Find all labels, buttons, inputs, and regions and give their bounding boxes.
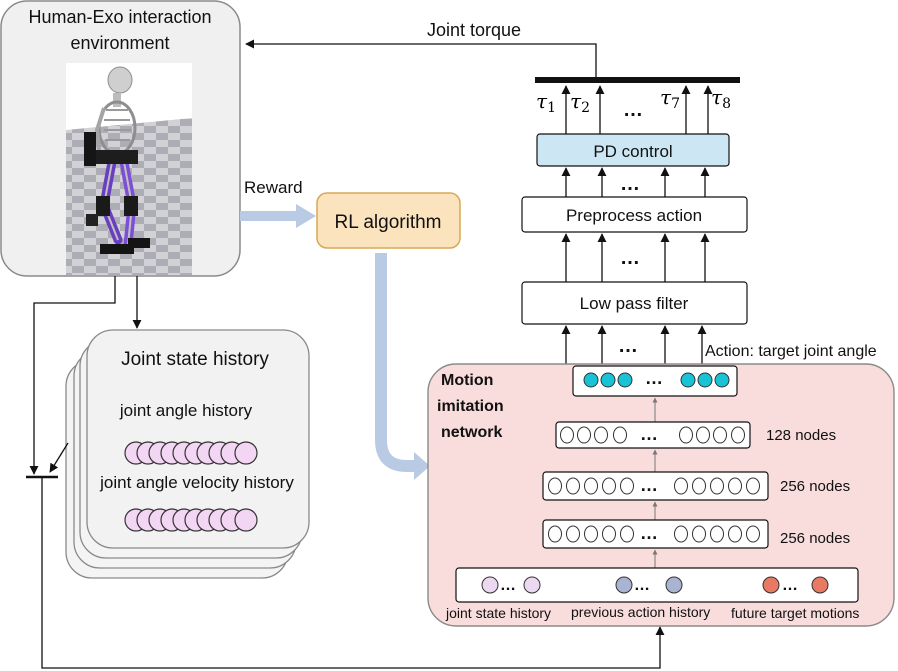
preprocess-action-box: Preprocess action <box>521 196 748 233</box>
simulation-render-image <box>66 63 192 275</box>
hidden256b-ellipsis: … <box>640 523 658 543</box>
output-layer: … <box>572 365 738 397</box>
hidden-layer-256-b: … <box>542 519 769 549</box>
preprocess-ellipsis: … <box>620 247 640 269</box>
output-ellipsis: … <box>645 368 663 388</box>
rl-algorithm-label: RL algorithm <box>334 212 441 233</box>
tau-8-label: τ8 <box>711 85 731 112</box>
pd-ellipsis: … <box>620 173 640 195</box>
torque-bus: τ1 τ2 … τ7 τ8 <box>535 77 740 134</box>
joint-state-history-title: Joint state history <box>121 349 269 370</box>
torque-ellipsis: … <box>623 99 643 121</box>
input-layer: … … … <box>455 567 859 603</box>
filter-ellipsis: … <box>618 335 638 357</box>
joint-velocity-history-label: joint angle velocity history <box>99 473 294 492</box>
tau-1-label: τ1 <box>536 89 556 116</box>
network-title-line3: network <box>441 424 502 441</box>
filter-to-preprocess-arrows: … <box>561 233 710 282</box>
joint-state-history-stack: Joint state history joint angle history … <box>65 329 310 579</box>
input-joint-ellipsis: … <box>500 577 516 594</box>
rl-algorithm-box: RL algorithm <box>316 192 461 249</box>
environment-connectors <box>26 276 665 669</box>
preprocess-to-pd-arrows: … <box>561 167 710 197</box>
pd-control-box: PD control <box>536 133 730 167</box>
tau-7-label: τ7 <box>660 85 680 112</box>
action-label: Action: target joint angle <box>705 343 877 360</box>
hidden128-ellipsis: … <box>640 424 658 444</box>
joint-torque-label: Joint torque <box>427 20 521 40</box>
hidden-layer-256-b-label: 256 nodes <box>780 530 850 547</box>
network-to-filter-arrows: … Action: target joint angle <box>561 325 877 364</box>
rl-to-network-arrow <box>375 253 430 480</box>
hidden-layer-256-a: … <box>542 471 769 501</box>
hidden-layer-128-label: 128 nodes <box>766 427 836 444</box>
reward-arrow: Reward <box>240 178 316 228</box>
input-prev-ellipsis: … <box>634 577 650 594</box>
motion-imitation-network-box: Motion imitation network … … <box>427 363 895 627</box>
preprocess-action-label: Preprocess action <box>566 206 702 225</box>
network-title-line1: Motion <box>441 372 493 389</box>
joint-velocity-history-nodes <box>124 508 258 532</box>
reward-label: Reward <box>244 178 303 197</box>
joint-angle-history-label: joint angle history <box>119 401 253 420</box>
environment-title-line2: environment <box>70 33 169 53</box>
hidden-layer-256-a-label: 256 nodes <box>780 478 850 495</box>
environment-box: Human-Exo interaction environment <box>0 0 241 277</box>
input-future-ellipsis: … <box>782 577 798 594</box>
joint-torque-arrow: Joint torque <box>245 20 597 77</box>
hidden256a-ellipsis: … <box>640 475 658 495</box>
tau-2-label: τ2 <box>570 89 590 116</box>
input-previous-action-label: previous action history <box>571 604 710 620</box>
pd-control-label: PD control <box>593 142 672 161</box>
hidden-layer-128: … <box>555 421 751 449</box>
low-pass-filter-box: Low pass filter <box>521 281 748 325</box>
low-pass-filter-label: Low pass filter <box>580 294 689 313</box>
joint-angle-history-nodes <box>124 441 258 465</box>
input-future-target-label: future target motions <box>731 605 859 621</box>
environment-title-line1: Human-Exo interaction <box>28 7 211 27</box>
input-joint-state-label: joint state history <box>445 605 551 621</box>
network-title-line2: imitation <box>437 398 504 415</box>
